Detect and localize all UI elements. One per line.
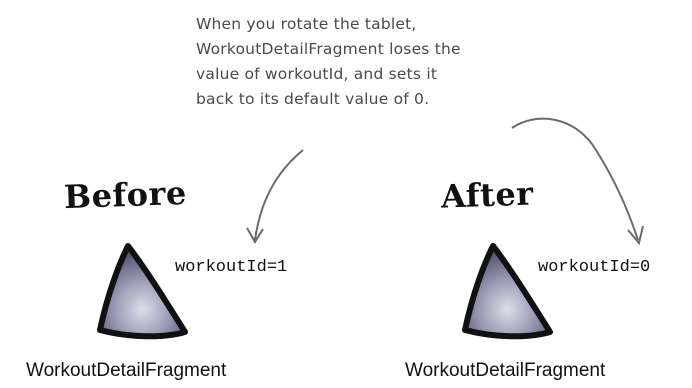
before-fragment-icon xyxy=(100,246,185,336)
arrow-to-before xyxy=(247,150,303,242)
rotation-annotation: When you rotate the tablet, WorkoutDetai… xyxy=(196,12,536,112)
annotation-line: value of workoutId, and sets it xyxy=(196,62,536,87)
before-heading: Before xyxy=(63,174,187,216)
annotation-line: When you rotate the tablet, xyxy=(196,12,536,37)
before-fragment-caption: WorkoutDetailFragment xyxy=(26,360,226,382)
after-workout-id: workoutId=0 xyxy=(538,258,650,277)
before-workout-id: workoutId=1 xyxy=(175,258,287,277)
after-heading: After xyxy=(440,174,534,215)
after-fragment-caption: WorkoutDetailFragment xyxy=(405,360,605,382)
annotation-line: WorkoutDetailFragment loses the xyxy=(196,37,536,62)
annotation-line: back to its default value of 0. xyxy=(196,87,536,112)
